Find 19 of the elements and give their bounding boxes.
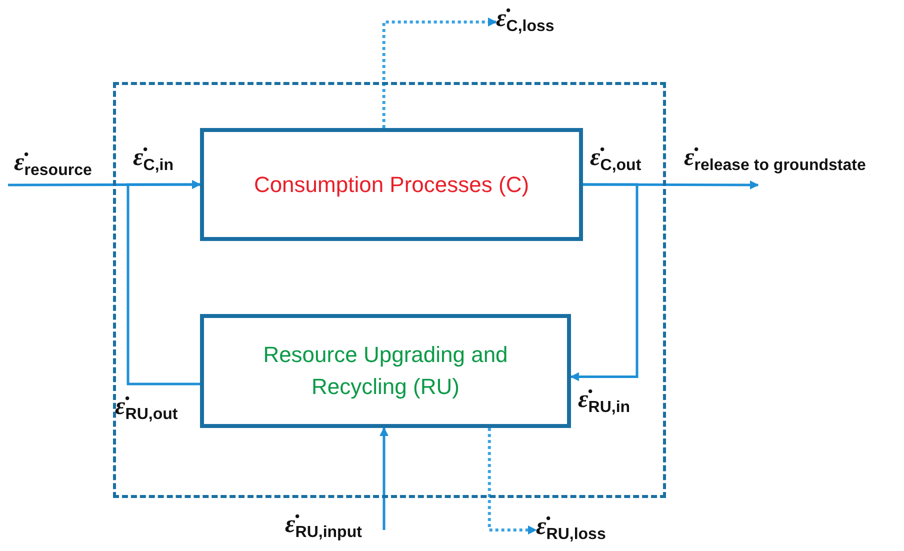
flow-arrow bbox=[570, 183, 638, 382]
process-box bbox=[200, 128, 583, 241]
process-title: Consumption Processes (C) bbox=[252, 170, 530, 199]
dotted-arrow bbox=[382, 18, 497, 128]
dotted-arrow bbox=[488, 428, 537, 534]
edge-label: ε̇$_{RU,input}$ bbox=[285, 512, 362, 541]
flow-label: ε̇$_{C,out}$ bbox=[590, 145, 642, 174]
system-boundary bbox=[113, 82, 666, 498]
edge-label: ε̇$_{RU,in}$ bbox=[578, 387, 630, 416]
flow-label: ε̇$_{C,in}$ bbox=[133, 145, 174, 174]
edge-label: ε̇$_{resource}$ bbox=[14, 150, 92, 179]
flow-label: ε̇$_{C,loss}$ bbox=[496, 6, 554, 35]
flow-label: ε̇$_{RU,loss}$ bbox=[536, 514, 606, 543]
flow-arrow bbox=[380, 427, 389, 530]
flow-arrow bbox=[126, 180, 201, 386]
process-title: Resource Upgrading and Recycling (RU) bbox=[262, 341, 509, 401]
process-box bbox=[200, 314, 571, 428]
edge-label: ε̇$_{release to groundstate}$ bbox=[684, 145, 866, 174]
edge-label: ε̇$_{RU,out}$ bbox=[115, 394, 178, 423]
